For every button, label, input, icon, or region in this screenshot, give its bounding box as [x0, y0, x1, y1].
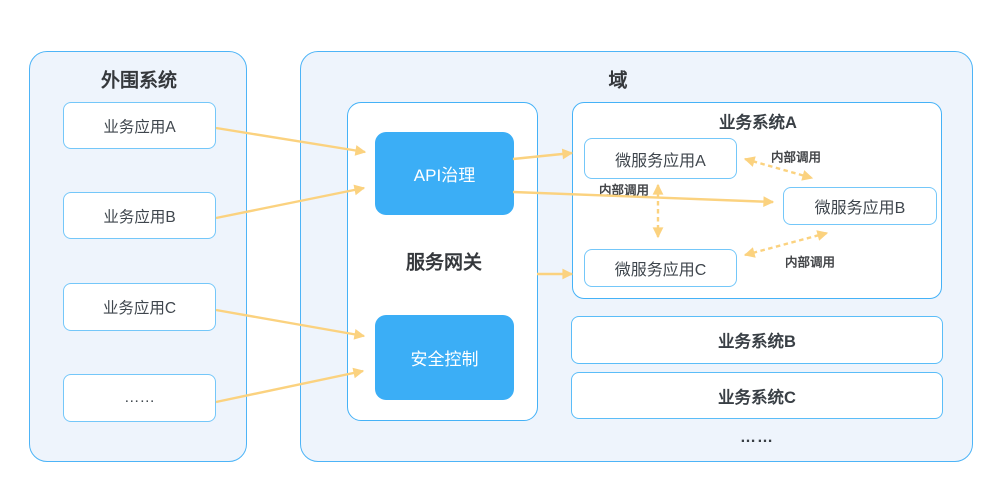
peripheral-panel-title: 外围系统 [100, 70, 178, 92]
internal-call-label-left: 内部调用 [598, 183, 650, 198]
business-app-a-box: 业务应用A [63, 102, 216, 149]
internal-call-label-top: 内部调用 [770, 150, 822, 165]
api-governance-box: API治理 [375, 132, 514, 215]
business-system-a-card: 业务系统A 微服务应用A 微服务应用B 微服务应用C [572, 102, 942, 299]
internal-call-label-bottom: 内部调用 [784, 255, 836, 270]
service-gateway-card: API治理 服务网关 安全控制 [347, 102, 538, 421]
domain-panel-title: 域 [608, 70, 628, 92]
domain-panel: 域 API治理 服务网关 安全控制 业务系统A 微服务应用A 微服务应用B 微服… [300, 51, 973, 462]
business-app-ellipsis-box: …… [63, 374, 216, 422]
business-app-c-box: 业务应用C [63, 283, 216, 331]
domain-ellipsis: …… [740, 429, 774, 446]
business-system-b-box: 业务系统B [571, 316, 943, 364]
microservice-app-a-box: 微服务应用A [584, 138, 737, 179]
business-system-c-box: 业务系统C [571, 372, 943, 419]
microservice-app-b-box: 微服务应用B [783, 187, 937, 225]
service-gateway-title: 服务网关 [405, 252, 483, 274]
security-control-box: 安全控制 [375, 315, 514, 400]
business-system-a-title: 业务系统A [719, 114, 797, 132]
peripheral-systems-panel: 外围系统 业务应用A 业务应用B 业务应用C …… [29, 51, 247, 462]
microservice-app-c-box: 微服务应用C [584, 249, 737, 287]
business-app-b-box: 业务应用B [63, 192, 216, 239]
